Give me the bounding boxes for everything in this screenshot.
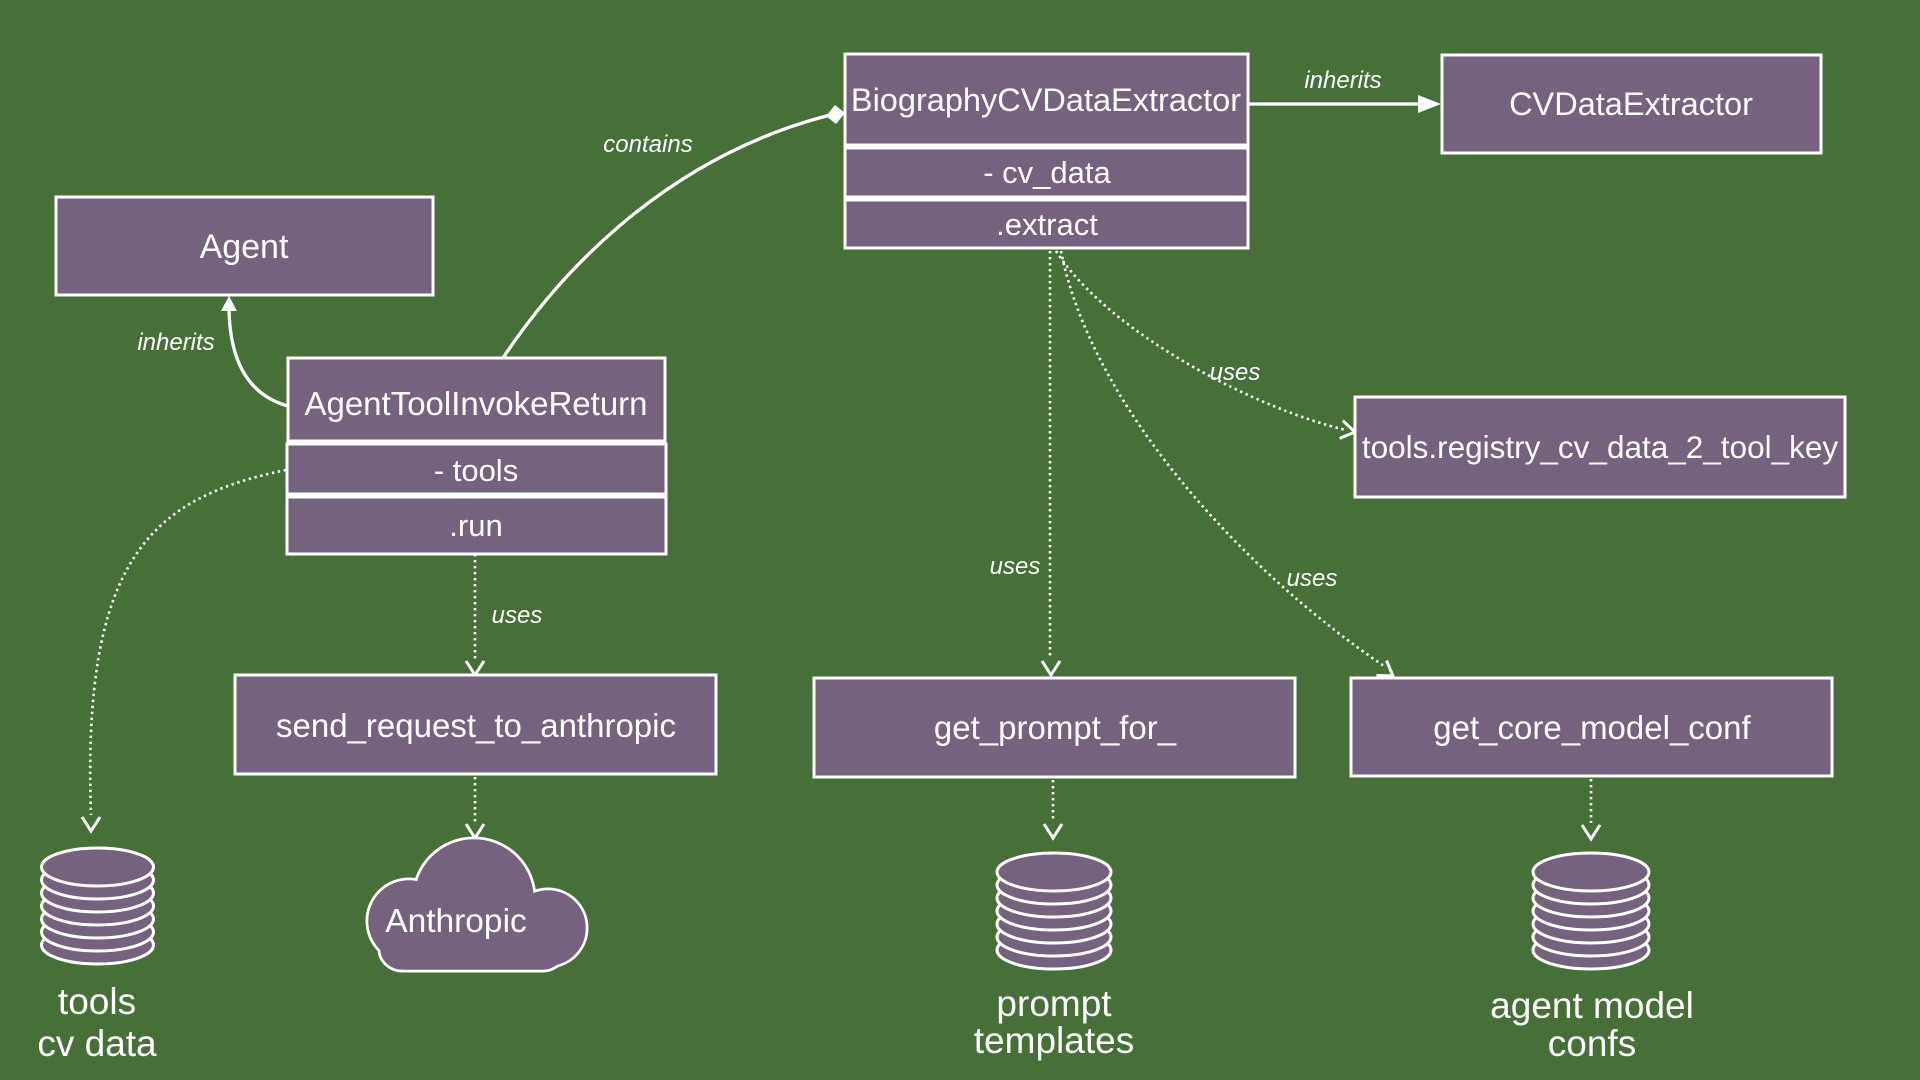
svg-text:.run: .run: [449, 508, 502, 543]
svg-text:get_core_model_conf: get_core_model_conf: [1433, 709, 1751, 746]
svg-text:BiographyCVDataExtractor: BiographyCVDataExtractor: [851, 82, 1241, 118]
svg-text:.extract: .extract: [996, 207, 1098, 242]
svg-text:tools: tools: [58, 981, 136, 1022]
svg-text:uses: uses: [1210, 359, 1261, 386]
svg-text:tools.registry_cv_data_2_tool_: tools.registry_cv_data_2_tool_key: [1362, 429, 1839, 465]
svg-text:uses: uses: [1287, 565, 1338, 592]
svg-text:uses: uses: [492, 602, 543, 629]
svg-text:Agent: Agent: [200, 228, 289, 266]
svg-text:inherits: inherits: [1304, 67, 1381, 94]
svg-text:agent model: agent model: [1490, 985, 1694, 1026]
svg-text:- cv_data: - cv_data: [983, 155, 1111, 190]
svg-text:get_prompt_for_: get_prompt_for_: [934, 709, 1177, 746]
svg-text:cv data: cv data: [37, 1023, 157, 1064]
svg-text:uses: uses: [990, 553, 1041, 580]
svg-text:inherits: inherits: [137, 329, 214, 356]
svg-text:CVDataExtractor: CVDataExtractor: [1509, 86, 1753, 122]
svg-text:send_request_to_anthropic: send_request_to_anthropic: [276, 707, 676, 744]
svg-text:- tools: - tools: [434, 453, 518, 488]
svg-text:AgentToolInvokeReturn: AgentToolInvokeReturn: [304, 385, 647, 422]
svg-text:prompt: prompt: [996, 983, 1112, 1024]
svg-text:confs: confs: [1548, 1023, 1636, 1064]
svg-text:contains: contains: [603, 131, 692, 158]
svg-text:templates: templates: [974, 1020, 1134, 1061]
svg-text:Anthropic: Anthropic: [385, 903, 527, 940]
